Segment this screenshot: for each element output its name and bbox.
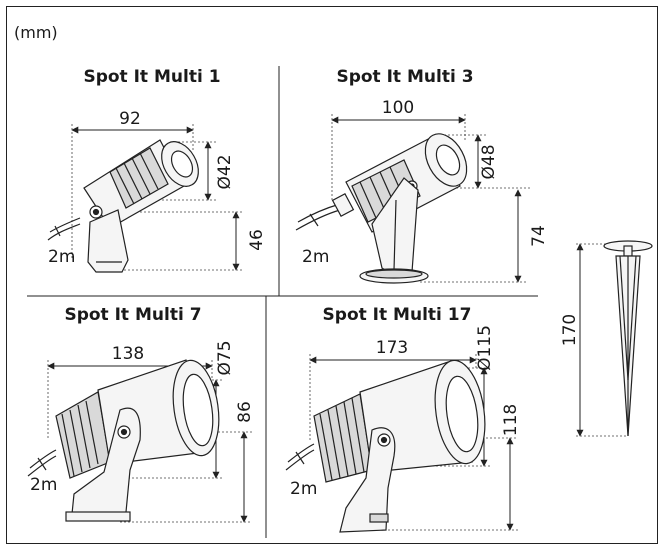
height-dimension: 46: [247, 229, 267, 251]
height-dimension: 74: [529, 225, 549, 247]
width-dimension: 100: [382, 98, 414, 118]
unit-label: (mm): [14, 23, 58, 42]
product-multi-17: Spot It Multi 17 173 Ø115 118: [285, 305, 521, 533]
cable-length: 2m: [30, 475, 57, 495]
product-title: Spot It Multi 3: [336, 67, 473, 87]
cable-length: 2m: [290, 479, 317, 499]
spike-illustration: [603, 240, 653, 437]
diameter-dimension: Ø115: [475, 325, 495, 371]
fixture-multi-1-illustration: [47, 139, 199, 273]
product-title: Spot It Multi 1: [83, 67, 220, 87]
diameter-dimension: Ø48: [479, 144, 499, 179]
width-dimension: 138: [112, 344, 144, 364]
height-dimension: 118: [501, 404, 521, 436]
diameter-dimension: Ø75: [215, 340, 235, 375]
fixture-multi-7-illustration: [27, 359, 220, 522]
cable-length: 2m: [302, 247, 329, 267]
diameter-dimension: Ø42: [215, 154, 235, 189]
ground-spike: 170: [560, 240, 653, 437]
width-dimension: 92: [119, 109, 141, 129]
cable-length: 2m: [48, 247, 75, 267]
product-title: Spot It Multi 7: [64, 305, 201, 325]
product-multi-1: Spot It Multi 1 92 Ø42 46: [47, 67, 267, 273]
fixture-multi-17-illustration: [285, 359, 486, 533]
spike-height-dimension: 170: [560, 314, 580, 346]
width-dimension: 173: [376, 338, 408, 358]
product-multi-7: Spot It Multi 7 138 Ø75 86: [27, 305, 255, 523]
height-dimension: 86: [235, 401, 255, 423]
product-title: Spot It Multi 17: [323, 305, 472, 325]
product-multi-3: Spot It Multi 3 100 Ø48 74: [295, 67, 549, 284]
fixture-multi-3-illustration: [295, 133, 468, 284]
